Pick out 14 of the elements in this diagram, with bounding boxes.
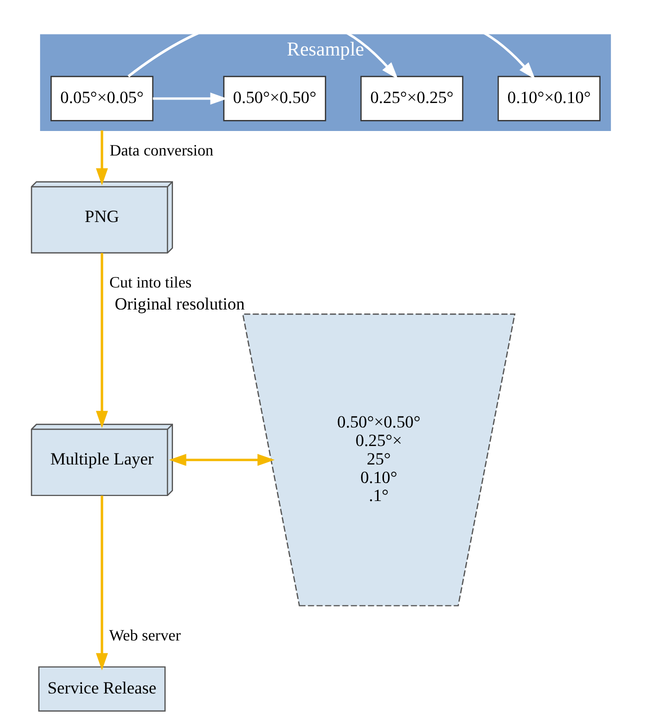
edge-label: Cut into tiles — [108, 274, 192, 292]
edge-label: Web server — [108, 627, 180, 644]
node-label: Original resolution — [114, 294, 244, 314]
arrow — [95, 253, 108, 428]
node-box: 0.50°×0.50° — [222, 76, 326, 122]
arrow — [168, 454, 274, 466]
arrow — [95, 130, 108, 186]
node-box: Service Release — [38, 666, 166, 712]
node-box: 0.05°×0.05° — [50, 76, 153, 122]
edge-label: Data conversion — [109, 142, 213, 160]
node-box: 0.10°×0.10° — [497, 76, 600, 122]
node-box: 0.25°×0.25° — [360, 76, 463, 122]
arrow — [95, 496, 108, 670]
arrow — [152, 92, 227, 105]
